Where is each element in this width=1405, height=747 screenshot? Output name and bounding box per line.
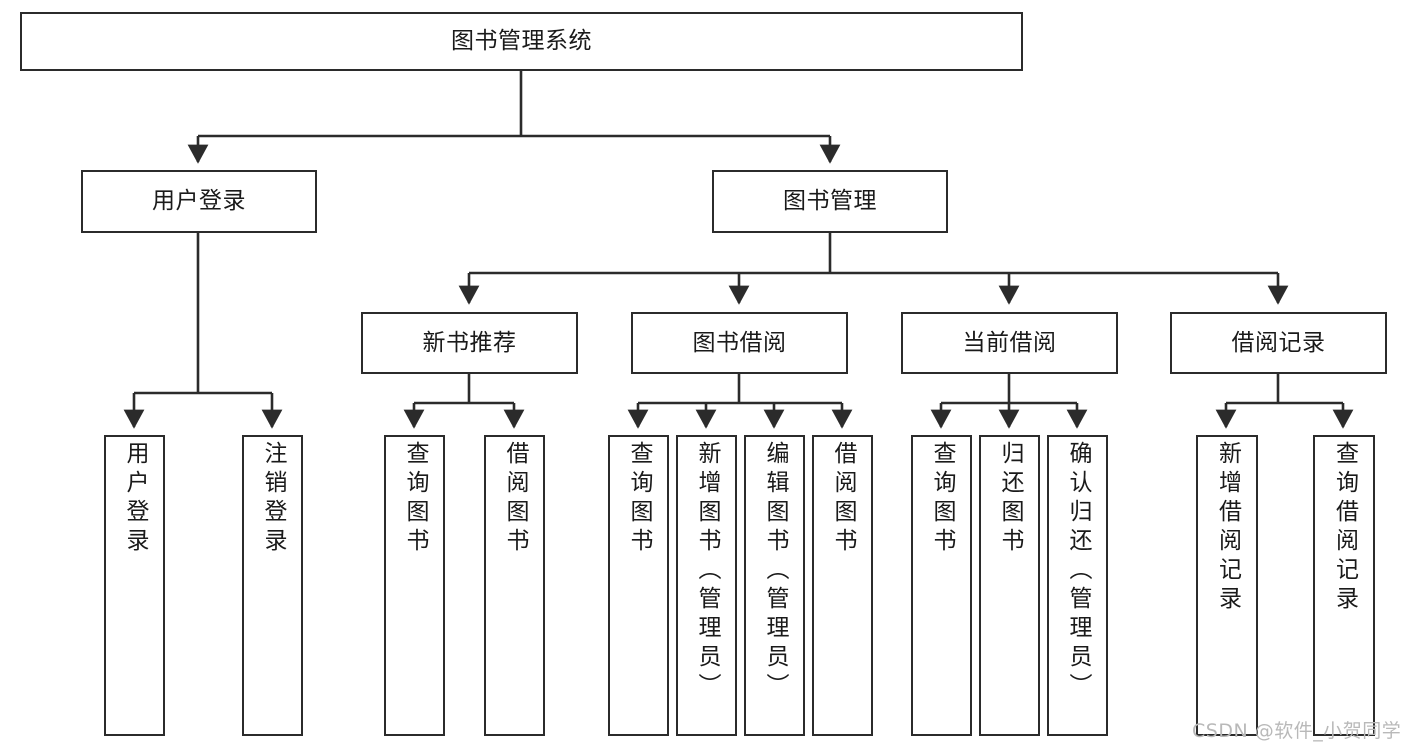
node-label: 归还图书: [997, 441, 1023, 557]
node-label: 新书推荐: [422, 329, 517, 356]
node-label: 用户登录: [152, 188, 246, 215]
node-user-login[interactable]: 用户登录: [81, 170, 317, 233]
node-label: 图书管理: [783, 188, 877, 215]
node-label: 编辑图书（管理员）: [762, 441, 788, 702]
node-label: 确认归还（管理员）: [1065, 441, 1091, 702]
node-book-management[interactable]: 图书管理: [712, 170, 948, 233]
node-label: 注销登录: [260, 441, 286, 557]
leaf-book-borrow-query[interactable]: 查询图书: [608, 435, 669, 736]
leaf-book-borrow-edit[interactable]: 编辑图书（管理员）: [744, 435, 805, 736]
node-label: 用户登录: [122, 441, 148, 557]
leaf-current-borrow-confirm-return[interactable]: 确认归还（管理员）: [1047, 435, 1108, 736]
leaf-book-borrow-add[interactable]: 新增图书（管理员）: [676, 435, 737, 736]
node-label: 查询图书: [626, 441, 652, 557]
leaf-borrow-record-add[interactable]: 新增借阅记录: [1196, 435, 1258, 736]
node-borrow-record[interactable]: 借阅记录: [1170, 312, 1387, 374]
node-current-borrow[interactable]: 当前借阅: [901, 312, 1118, 374]
node-label: 借阅图书: [502, 441, 528, 557]
leaf-borrow-record-query[interactable]: 查询借阅记录: [1313, 435, 1375, 736]
node-book-borrow[interactable]: 图书借阅: [631, 312, 848, 374]
node-label: 图书管理系统: [451, 28, 592, 55]
node-label: 图书借阅: [692, 329, 787, 356]
node-label: 查询图书: [402, 441, 428, 557]
leaf-current-borrow-return[interactable]: 归还图书: [979, 435, 1040, 736]
leaf-new-book-query[interactable]: 查询图书: [384, 435, 445, 736]
node-label: 借阅记录: [1231, 329, 1326, 356]
node-new-book-recommend[interactable]: 新书推荐: [361, 312, 578, 374]
node-label: 当前借阅: [962, 329, 1057, 356]
leaf-user-login-logout[interactable]: 注销登录: [242, 435, 303, 736]
node-label: 新增借阅记录: [1214, 441, 1241, 615]
leaf-new-book-borrow[interactable]: 借阅图书: [484, 435, 545, 736]
node-label: 借阅图书: [830, 441, 856, 557]
node-label: 新增图书（管理员）: [694, 441, 720, 702]
node-root-system[interactable]: 图书管理系统: [20, 12, 1023, 71]
node-label: 查询图书: [929, 441, 955, 557]
node-label: 查询借阅记录: [1331, 441, 1358, 615]
leaf-book-borrow-borrow[interactable]: 借阅图书: [812, 435, 873, 736]
leaf-current-borrow-query[interactable]: 查询图书: [911, 435, 972, 736]
leaf-user-login-login[interactable]: 用户登录: [104, 435, 165, 736]
